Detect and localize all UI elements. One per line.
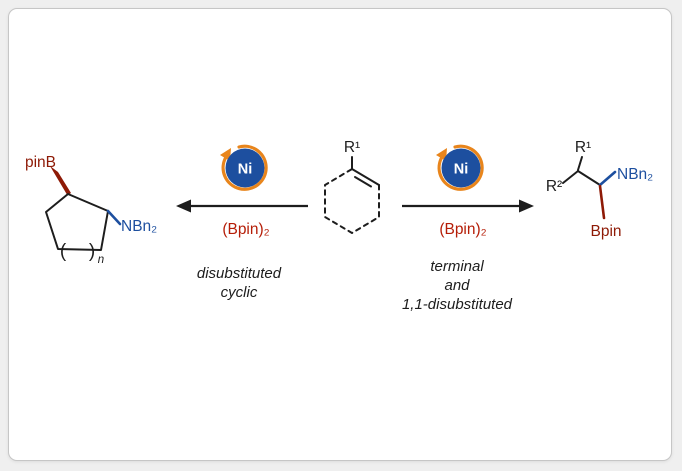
ni-catalyst-badge-left: Ni: [220, 144, 268, 191]
left-reaction-conditions: Ni (Bpin)₂ disubstituted cyclic: [176, 144, 308, 301]
bpin-label-right: Bpin: [590, 223, 621, 240]
alkene-double-bond-inner: [354, 176, 372, 188]
substrate-r1-label: R¹: [344, 139, 360, 156]
caption-right-line1: terminal: [430, 258, 484, 275]
reagent-label-right: (Bpin)₂: [439, 221, 486, 238]
cycle-arrowhead-icon-left: [220, 148, 231, 161]
caption-right-line2: and: [444, 277, 470, 294]
pinb-wedge-bond: [50, 166, 71, 196]
right-product-structure: R¹ R² NBn₂ Bpin: [546, 139, 653, 240]
ni-disc-right: [441, 148, 481, 188]
nbn2-label-right: NBn₂: [617, 166, 653, 183]
ni-catalyst-label-right: Ni: [454, 162, 469, 178]
cyclopentane-ring: [45, 193, 109, 251]
reaction-arrowhead-right: [519, 199, 534, 213]
nbn2-bond-right: [598, 170, 617, 187]
ni-catalyst-badge-right: Ni: [436, 144, 484, 191]
nbn2-bond-left: [106, 209, 122, 226]
right-reaction-conditions: Ni (Bpin)₂ terminal and 1,1-disubstitute…: [402, 144, 534, 313]
ring-size-subscript: n: [98, 254, 104, 266]
right-product-backbone-bond: [577, 170, 601, 186]
right-product-r2-bond: [562, 170, 579, 184]
left-product-structure: pinB ( ) n NBn₂: [25, 154, 157, 266]
scheme-card: [8, 8, 672, 461]
alkene-double-bond: [351, 168, 380, 186]
nbn2-label-left: NBn₂: [121, 218, 157, 235]
ring-paren-close: ): [89, 241, 95, 262]
substrate-structure: R¹: [324, 139, 380, 234]
ring-paren-open: (: [60, 241, 67, 262]
ni-catalyst-label-left: Ni: [238, 162, 253, 178]
pinb-label: pinB: [25, 154, 56, 171]
caption-right-line3: 1,1-disubstituted: [402, 296, 513, 313]
bpin-bond-right: [598, 184, 606, 220]
catalytic-cycle-arc-right: [437, 144, 484, 191]
substrate-dashed-ring-bonds: [324, 168, 380, 234]
right-product-r2-label: R²: [546, 178, 562, 195]
cycle-arrowhead-icon-right: [436, 148, 447, 161]
ni-disc-left: [225, 148, 265, 188]
right-product-r1-label: R¹: [575, 139, 591, 156]
caption-left-line1: disubstituted: [197, 265, 282, 282]
reagent-label-left: (Bpin)₂: [222, 221, 269, 238]
caption-left-line2: cyclic: [221, 284, 258, 301]
right-product-r1-bond: [577, 156, 583, 171]
reaction-arrowhead-left: [176, 199, 191, 213]
catalytic-cycle-arc-left: [221, 144, 268, 191]
